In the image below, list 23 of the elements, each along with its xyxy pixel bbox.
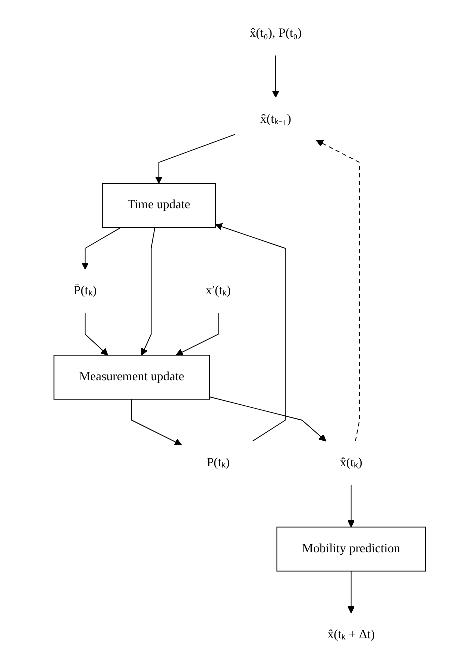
- arrow: [272, 55, 280, 98]
- node-text: x̂(tₖ + Δt): [328, 628, 375, 642]
- arrow: [316, 140, 360, 442]
- node-text: x′(tₖ): [206, 284, 231, 298]
- arrow: [141, 227, 156, 356]
- node-text: P(tₖ): [206, 456, 230, 470]
- arrow: [131, 399, 182, 446]
- arrow: [84, 313, 108, 356]
- flowchart: x̂(t₀), P(t₀) x̂(tₖ₋₁) Time update P̄(tₖ) x′(tₖ) P(tₖ) Measurement update x̂(tₖ) Mobility prediction x̂(tₖ + Δt): [42, 5, 432, 664]
- arrow: [215, 223, 286, 442]
- node-box: [102, 183, 216, 228]
- arrow: [176, 313, 219, 356]
- node-text: x̂(tₖ): [340, 456, 362, 470]
- node-box: [276, 526, 426, 572]
- node-text: x̂(t₀), P(t₀): [250, 26, 302, 40]
- arrow: [82, 227, 122, 270]
- node-text: P̄(tₖ): [74, 284, 97, 298]
- node-box: [54, 355, 210, 400]
- arrow: [209, 396, 326, 442]
- node-text: x̂(tₖ₋₁): [260, 112, 292, 126]
- arrow: [348, 570, 355, 614]
- arrow: [155, 134, 236, 184]
- arrow: [348, 484, 355, 528]
